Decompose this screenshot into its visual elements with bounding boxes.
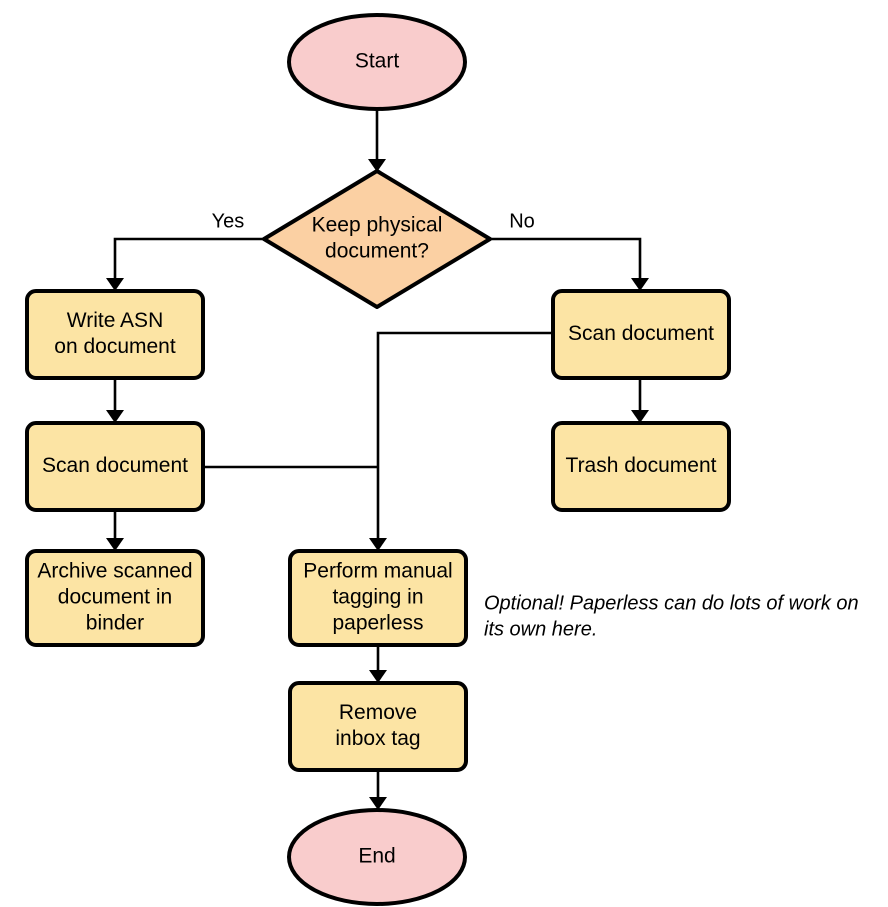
annotation-line: its own here.: [484, 618, 597, 640]
annotations-layer: Optional! Paperless can do lots of work …: [484, 592, 859, 640]
node-label: tagging in: [332, 586, 423, 609]
edge-line: [113, 237, 264, 284]
arrowhead-icon: [631, 410, 649, 423]
node-label: Keep physical: [312, 214, 443, 237]
node-label: paperless: [332, 612, 423, 635]
edges-layer: Yes No: [106, 109, 649, 810]
process-shape[interactable]: [25, 289, 205, 380]
node-label: inbox tag: [335, 727, 420, 750]
node-manual_tagging[interactable]: Perform manual tagging in paperless: [288, 549, 468, 647]
node-scan_document_left[interactable]: Scan document: [25, 421, 205, 512]
edge-scan-right-to-trash: [631, 378, 649, 423]
edge-scan-left-to-archive: [106, 510, 124, 551]
process-shape[interactable]: [288, 681, 468, 772]
node-trash_document[interactable]: Trash document: [551, 421, 731, 512]
edge-label-decision-no-to-scan-right: No: [509, 210, 535, 232]
node-label: Remove: [339, 701, 417, 724]
edge-manual-tagging-to-remove-inbox: [369, 645, 387, 683]
edge-decision-yes-to-write-asn: Yes: [106, 210, 264, 291]
arrowhead-icon: [369, 670, 387, 683]
edge-start-to-decision: [368, 109, 386, 172]
node-keep_physical[interactable]: Keep physical document?: [262, 169, 492, 309]
edge-line: [376, 331, 553, 544]
process-shape[interactable]: [288, 549, 468, 647]
process-shape[interactable]: [551, 421, 731, 512]
node-label: Start: [355, 50, 400, 73]
edge-remove-inbox-to-end: [369, 770, 387, 810]
terminator-shape[interactable]: [287, 13, 467, 111]
arrowhead-icon: [106, 538, 124, 551]
node-label: Perform manual: [303, 560, 452, 583]
node-label: Archive scanned: [37, 560, 192, 583]
node-end[interactable]: End: [287, 808, 467, 906]
edge-scan-right-to-manual-tagging: [369, 331, 553, 551]
node-remove_inbox_tag[interactable]: Remove inbox tag: [288, 681, 468, 772]
node-label: document?: [325, 240, 429, 263]
edge-label-decision-yes-to-write-asn: Yes: [212, 210, 245, 232]
node-write_asn[interactable]: Write ASN on document: [25, 289, 205, 380]
edge-decision-no-to-scan-right: No: [490, 210, 649, 291]
node-start[interactable]: Start: [287, 13, 467, 111]
annotation-line: Optional! Paperless can do lots of work …: [484, 592, 859, 614]
process-shape[interactable]: [25, 421, 205, 512]
terminator-shape[interactable]: [287, 808, 467, 906]
node-label: Scan document: [568, 322, 714, 345]
arrowhead-icon: [631, 278, 649, 291]
node-label: End: [358, 845, 395, 868]
node-scan_document_right[interactable]: Scan document: [551, 289, 731, 380]
arrowhead-icon: [106, 278, 124, 291]
node-label: on document: [54, 335, 176, 358]
process-shape[interactable]: [25, 549, 205, 647]
node-label: Scan document: [42, 454, 188, 477]
process-shape[interactable]: [551, 289, 731, 380]
edge-write-asn-to-scan-left: [106, 378, 124, 423]
arrowhead-icon: [368, 159, 386, 172]
edge-line: [490, 237, 642, 284]
arrowhead-icon: [106, 410, 124, 423]
decision-shape[interactable]: [262, 169, 492, 309]
annotation-optional-note: Optional! Paperless can do lots of work …: [484, 592, 859, 640]
node-label: Write ASN: [67, 309, 163, 332]
node-archive_binder[interactable]: Archive scanned document in binder: [25, 549, 205, 647]
node-label: Trash document: [566, 454, 717, 477]
arrowhead-icon: [369, 797, 387, 810]
arrowhead-icon: [369, 538, 387, 551]
node-label: document in: [58, 586, 172, 609]
node-label: binder: [86, 612, 144, 635]
